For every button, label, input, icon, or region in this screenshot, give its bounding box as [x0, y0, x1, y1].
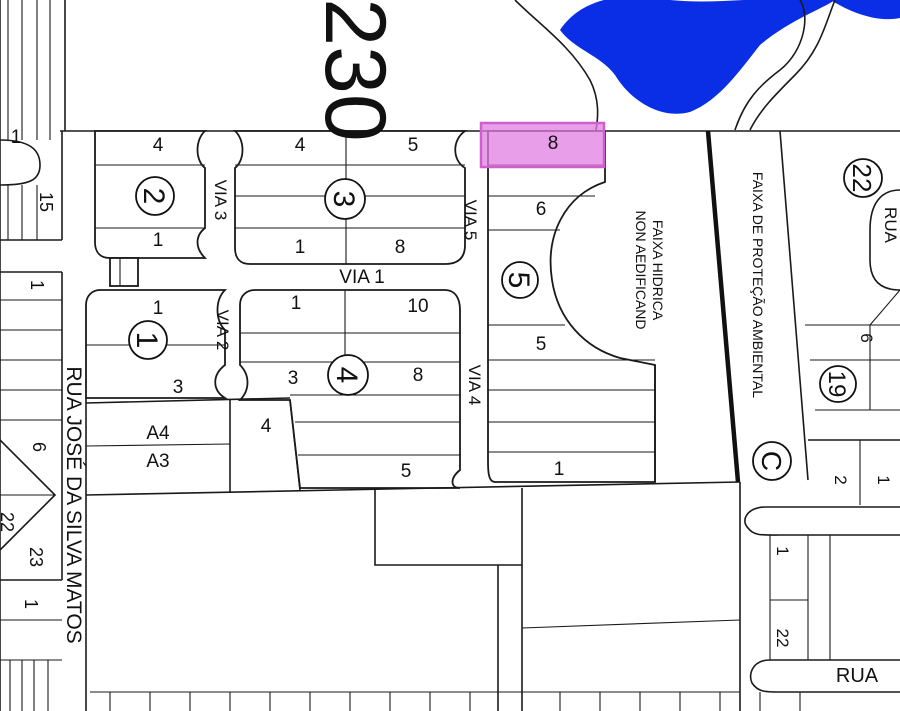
- water-body-right: [830, 0, 900, 20]
- lot-number: 22: [773, 629, 792, 648]
- lot-number: 1: [153, 230, 164, 251]
- lot-number: 1: [21, 599, 41, 609]
- left-lot-strip: [0, 0, 63, 711]
- road-via-4: VIA 4: [465, 365, 484, 406]
- highway-number: 230: [307, 0, 403, 142]
- block-5-number: 5: [502, 272, 535, 289]
- lot-number: 1: [295, 237, 306, 258]
- lot-number: 5: [401, 461, 412, 482]
- lot-number: A4: [146, 423, 170, 444]
- lot-number: 1: [291, 293, 302, 314]
- lot-number: 1: [874, 475, 893, 484]
- zone-non-aedificand: NON AEDIFICAND: [633, 210, 649, 329]
- block-c-letter: C: [756, 451, 787, 471]
- lot-number: 10: [407, 296, 428, 317]
- lot-number: 6: [29, 442, 49, 452]
- lot-number: 3: [288, 368, 299, 389]
- lot-number: 8: [395, 237, 406, 258]
- lot-numbers: 8 4 1 4 5 1 8 6 5 1 1 3 1 10 3 8 5 A4 A3…: [0, 127, 900, 647]
- lot-number: RUA: [881, 207, 900, 244]
- water-body: [560, 0, 835, 114]
- zone-faixa-protecao-ambiental: FAIXA DE PROTEÇÃO AMBIENTAL: [750, 172, 766, 398]
- road-rua-bottom: RUA: [836, 665, 879, 687]
- block-4-number: 4: [330, 367, 363, 384]
- road-rua-jose-da-silva-matos: RUA JOSÉ DA SILVA MATOS: [62, 366, 85, 643]
- highlighted-lot-marker[interactable]: [479, 121, 606, 169]
- lot-number: 1: [153, 298, 164, 319]
- zone-faixa-hidrica: FAIXA HIDRICA: [650, 220, 666, 321]
- lot-number: 5: [536, 334, 547, 355]
- block-3-number: 3: [327, 191, 360, 208]
- lot-number: A3: [146, 451, 169, 472]
- block-2-number: 2: [137, 188, 170, 205]
- lot-number: 15: [36, 192, 56, 212]
- lot-number: 6: [536, 199, 547, 220]
- lot-number: 8: [413, 365, 424, 386]
- road-via-5: VIA 5: [461, 200, 480, 241]
- lot-number: 1: [11, 127, 22, 148]
- lot-number: 2: [831, 475, 850, 484]
- lot-highlighted: 8: [548, 133, 559, 154]
- lower-lots: [90, 482, 741, 711]
- lot-number: 1: [773, 546, 792, 555]
- lots-a3-a4: [85, 397, 741, 711]
- lot-number: 4: [295, 135, 306, 156]
- block-19-number: 19: [823, 371, 850, 398]
- block-5: [487, 130, 656, 483]
- right-lots: [744, 189, 900, 711]
- lot-number: 22: [0, 512, 17, 532]
- road-via-2: VIA 2: [213, 310, 232, 351]
- lot-number: 4: [261, 416, 272, 437]
- lot-number: 1: [27, 280, 47, 290]
- block-22-number: 22: [847, 164, 877, 193]
- road-via-1: VIA 1: [339, 267, 384, 288]
- protection-strip-boundary: [705, 130, 741, 483]
- block-1-number: 1: [130, 332, 163, 349]
- lot-number: 1: [554, 459, 565, 480]
- lot-number: 3: [173, 377, 184, 398]
- lot-number: 23: [26, 547, 46, 567]
- lot-number: 6: [857, 333, 876, 342]
- lot-number: 4: [153, 135, 164, 156]
- lot-number: 5: [408, 135, 419, 156]
- road-via-3: VIA 3: [211, 180, 230, 221]
